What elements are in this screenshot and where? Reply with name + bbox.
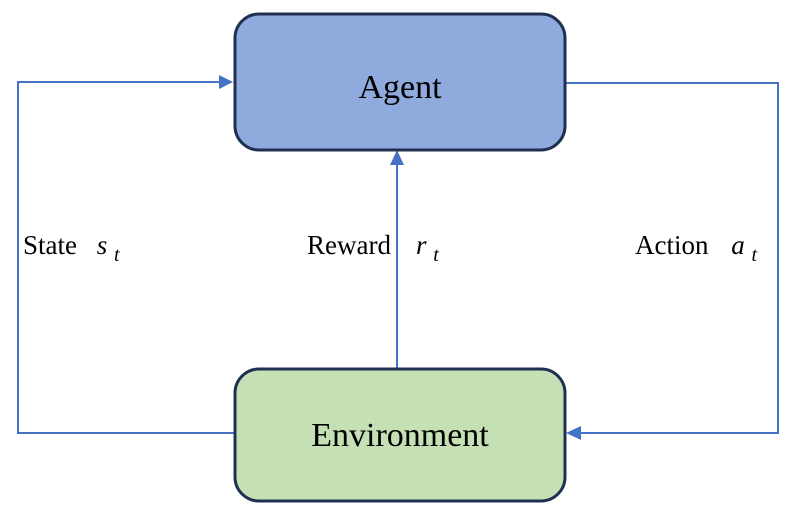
reward-edge-symbol: r t [416, 230, 439, 266]
action-arrowhead-icon [566, 426, 581, 440]
action-label-text: Action [635, 230, 709, 260]
environment-label: Environment [311, 417, 489, 454]
environment-node [233, 367, 567, 503]
state-label-text: State [23, 230, 77, 260]
action-symbol: a [731, 230, 745, 260]
state-symbol: s [97, 230, 108, 260]
reward-label-text: Reward [307, 230, 391, 260]
action-arrow-line [566, 82, 779, 434]
agent-node [233, 12, 567, 152]
reward-subscript: t [433, 244, 439, 266]
state-subscript: t [114, 244, 120, 266]
state-arrow-line [17, 81, 234, 434]
reward-arrowhead-icon [390, 150, 404, 165]
reward-edge-label: Reward [307, 230, 391, 260]
action-edge-label: Action a t [635, 230, 758, 266]
action-subscript: t [752, 244, 758, 266]
agent-label: Agent [358, 69, 442, 106]
state-arrowhead-icon [219, 75, 233, 89]
state-edge-label: State s t [23, 230, 120, 266]
reward-symbol: r [416, 230, 427, 260]
